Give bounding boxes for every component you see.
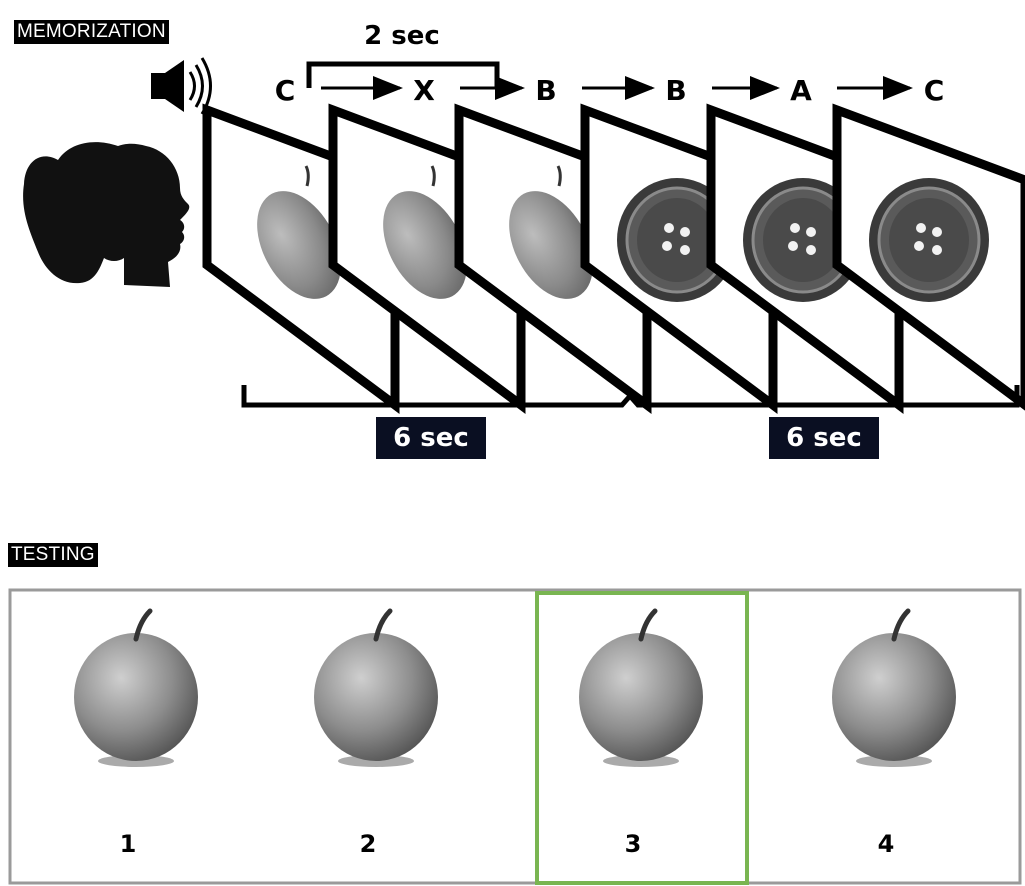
isi-bracket [309, 64, 497, 88]
svg-text:6 sec: 6 sec [786, 423, 862, 453]
svg-text:6 sec: 6 sec [393, 423, 469, 453]
head-silhouette-icon [23, 142, 189, 287]
option-number: 4 [878, 830, 895, 858]
option-number: 2 [360, 830, 377, 858]
speaker-icon [151, 58, 211, 114]
sequence-letter: A [790, 74, 812, 107]
option-number: 3 [625, 830, 642, 858]
sequence-letter: B [535, 74, 556, 107]
stimulus-frames [207, 110, 1025, 405]
sequence-letter: B [665, 74, 686, 107]
sequence-letter: C [924, 74, 945, 107]
block-label-1: 6 sec [376, 417, 486, 459]
button-image [869, 178, 989, 302]
sequence-letter: C [275, 74, 296, 107]
isi-label: 2 sec [364, 21, 440, 51]
block-label-2: 6 sec [769, 417, 879, 459]
option-number: 1 [120, 830, 137, 858]
sequence-letter: X [413, 74, 435, 107]
